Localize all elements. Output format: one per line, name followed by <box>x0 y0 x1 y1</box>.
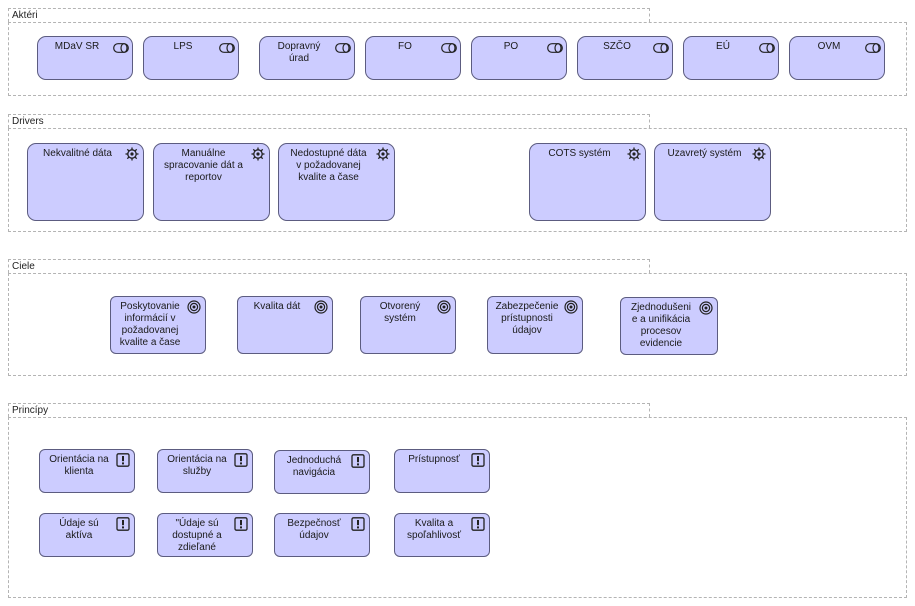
group-box <box>8 128 907 232</box>
principy-element-8[interactable]: Kvalita a spoľahlivosť <box>394 513 490 557</box>
element-label: Orientácia na klienta <box>49 454 109 477</box>
group-label-ciele: Ciele <box>12 261 35 272</box>
driver-icon <box>627 147 641 161</box>
group-ciele: Ciele <box>8 259 907 376</box>
element-label: Kvalita a spoľahlivosť <box>407 518 461 541</box>
role-icon <box>113 43 129 53</box>
ciele-element-1[interactable]: Poskytovanie informácií v požadovanej kv… <box>110 296 206 354</box>
group-box <box>8 22 907 96</box>
aktori-element-8[interactable]: OVM <box>789 36 885 80</box>
role-icon <box>219 43 235 53</box>
principle-icon <box>471 453 485 467</box>
driver-icon <box>251 147 265 161</box>
element-label: PO <box>503 41 519 52</box>
aktori-element-4[interactable]: FO <box>365 36 461 80</box>
goal-icon <box>314 300 328 314</box>
group-label-aktori: Aktéri <box>12 10 38 21</box>
goal-icon <box>564 300 578 314</box>
aktori-element-2[interactable]: LPS <box>143 36 239 80</box>
role-icon <box>653 43 669 53</box>
element-label: OVM <box>817 41 841 52</box>
goal-icon <box>437 300 451 314</box>
drivers-element-3[interactable]: Nedostupné dáta v požadovanej kvalite a … <box>278 143 395 221</box>
group-principy: Princípy <box>8 403 907 598</box>
role-icon <box>759 43 775 53</box>
element-label: Zjednodušeni e a unifikácia procesov evi… <box>630 302 692 349</box>
principle-icon <box>351 517 365 531</box>
group-tab: Aktéri <box>8 8 650 22</box>
group-tab: Ciele <box>8 259 650 273</box>
element-label: Prístupnosť <box>408 454 460 465</box>
aktori-element-3[interactable]: Dopravný úrad <box>259 36 355 80</box>
element-label: Orientácia na služby <box>167 454 227 477</box>
element-label: "Údaje sú dostupné a zdieľané <box>172 518 222 553</box>
principle-icon <box>116 517 130 531</box>
group-tab: Princípy <box>8 403 650 417</box>
aktori-element-7[interactable]: EÚ <box>683 36 779 80</box>
element-label: Uzavretý systém <box>667 148 742 159</box>
goal-icon <box>699 301 713 315</box>
element-label: EÚ <box>716 41 730 52</box>
principy-element-7[interactable]: Bezpečnosť údajov <box>274 513 370 557</box>
group-box <box>8 417 907 598</box>
group-label-principy: Princípy <box>12 405 49 416</box>
principy-element-6[interactable]: "Údaje sú dostupné a zdieľané <box>157 513 253 557</box>
aktori-element-5[interactable]: PO <box>471 36 567 80</box>
element-label: COTS systém <box>548 148 611 159</box>
ciele-element-4[interactable]: Zabezpečenie prístupnosti údajov <box>487 296 583 354</box>
role-icon <box>441 43 457 53</box>
element-label: Poskytovanie informácií v požadovanej kv… <box>119 301 181 348</box>
group-tab: Drivers <box>8 114 650 128</box>
ciele-element-3[interactable]: Otvorený systém <box>360 296 456 354</box>
group-box <box>8 273 907 376</box>
goal-icon <box>187 300 201 314</box>
group-label-drivers: Drivers <box>12 116 44 127</box>
element-label: SZČO <box>603 41 631 52</box>
principle-icon <box>351 454 365 468</box>
element-label: Manuálne spracovanie dát a reportov <box>164 148 243 183</box>
element-label: LPS <box>173 41 193 52</box>
drivers-element-4[interactable]: COTS systém <box>529 143 646 221</box>
principy-element-2[interactable]: Orientácia na služby <box>157 449 253 493</box>
element-label: Kvalita dát <box>253 301 301 312</box>
element-label: Otvorený systém <box>379 301 421 324</box>
element-label: Nekvalitné dáta <box>43 148 112 159</box>
principy-element-1[interactable]: Orientácia na klienta <box>39 449 135 493</box>
principle-icon <box>116 453 130 467</box>
role-icon <box>335 43 351 53</box>
drivers-element-1[interactable]: Nekvalitné dáta <box>27 143 144 221</box>
principle-icon <box>234 517 248 531</box>
element-label: MDaV SR <box>54 41 100 52</box>
drivers-element-2[interactable]: Manuálne spracovanie dát a reportov <box>153 143 270 221</box>
element-label: Bezpečnosť údajov <box>287 518 341 541</box>
ciele-element-2[interactable]: Kvalita dát <box>237 296 333 354</box>
principy-element-4[interactable]: Prístupnosť <box>394 449 490 493</box>
ciele-element-5[interactable]: Zjednodušeni e a unifikácia procesov evi… <box>620 297 718 355</box>
drivers-element-5[interactable]: Uzavretý systém <box>654 143 771 221</box>
driver-icon <box>376 147 390 161</box>
element-label: Zabezpečenie prístupnosti údajov <box>495 301 559 336</box>
element-label: Údaje sú aktíva <box>59 518 99 541</box>
group-drivers: Drivers <box>8 114 907 232</box>
principle-icon <box>471 517 485 531</box>
principy-element-5[interactable]: Údaje sú aktíva <box>39 513 135 557</box>
group-aktori: Aktéri <box>8 8 907 96</box>
role-icon <box>865 43 881 53</box>
principy-element-3[interactable]: Jednoduchá navigácia <box>274 450 370 494</box>
element-label: Nedostupné dáta v požadovanej kvalite a … <box>290 148 367 183</box>
aktori-element-6[interactable]: SZČO <box>577 36 673 80</box>
principle-icon <box>234 453 248 467</box>
element-label: Dopravný úrad <box>277 41 321 64</box>
role-icon <box>547 43 563 53</box>
element-label: Jednoduchá navigácia <box>286 455 342 478</box>
driver-icon <box>125 147 139 161</box>
driver-icon <box>752 147 766 161</box>
aktori-element-1[interactable]: MDaV SR <box>37 36 133 80</box>
element-label: FO <box>398 41 412 52</box>
